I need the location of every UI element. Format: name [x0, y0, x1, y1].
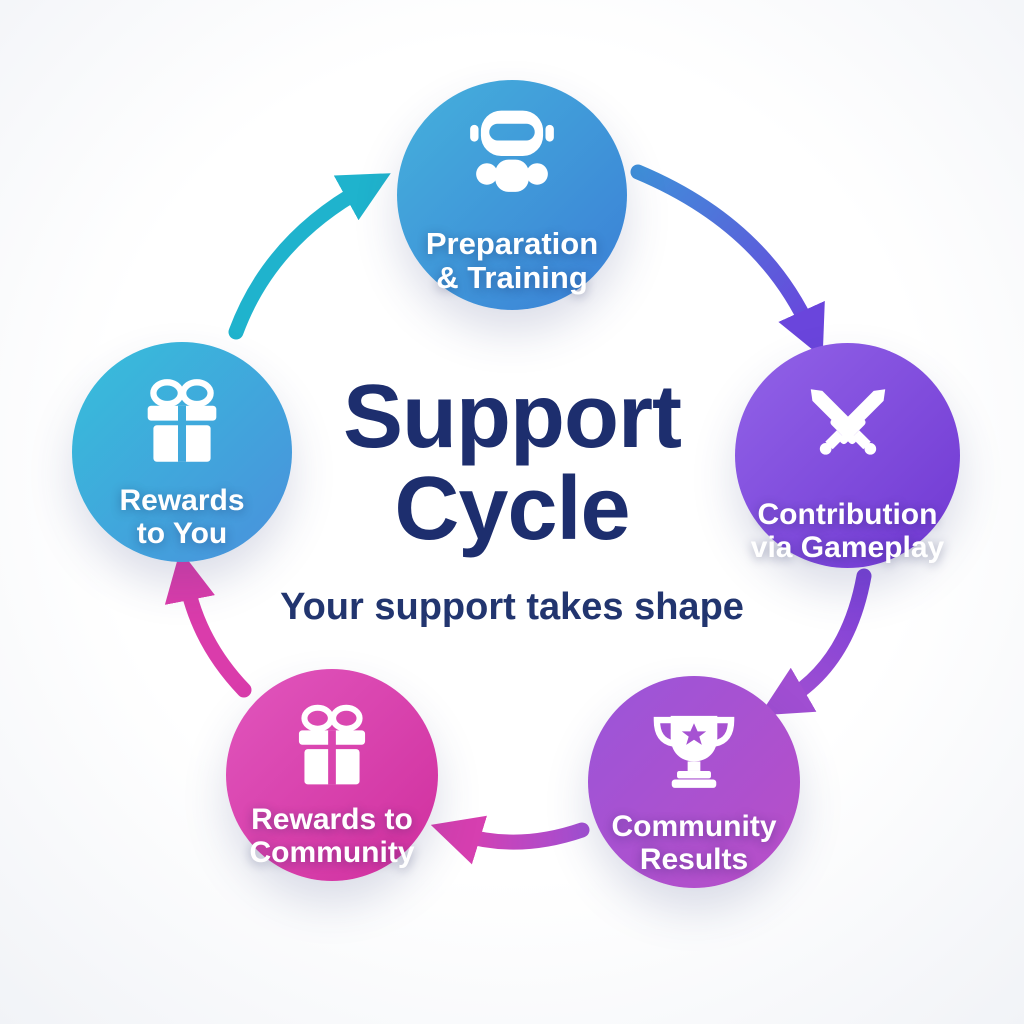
node-label-line2: Results — [639, 842, 749, 876]
node-label-line1: Rewards — [119, 484, 245, 518]
arrow-rewards-you-to-preparation — [228, 173, 391, 340]
node-rewards-you: Rewards to You — [72, 342, 292, 562]
page-subtitle: Your support takes shape — [280, 585, 744, 628]
robot-icon — [452, 100, 572, 221]
arrow-contribution-to-community-results — [759, 568, 872, 716]
node-label: Rewards to Community — [162, 804, 501, 869]
gift-icon — [124, 368, 240, 483]
page-title-line2: Cycle — [394, 458, 630, 559]
arrow-community-results-to-rewards-community — [430, 815, 590, 865]
node-label-line2: Community — [249, 835, 415, 869]
trophy-icon — [641, 701, 747, 808]
center-title: Support Cycle Your support takes shape — [0, 367, 1024, 629]
node-label: Community Results — [524, 811, 863, 876]
node-label-line2: via Gameplay — [750, 530, 945, 564]
node-rewards-community: Rewards to Community — [226, 669, 438, 881]
node-community-results: Community Results — [588, 676, 800, 888]
node-label-line1: Community — [611, 810, 777, 844]
arrow-preparation-to-contribution — [630, 164, 825, 358]
node-label: Preparation & Training — [328, 227, 696, 294]
crossed-swords-icon — [789, 367, 906, 485]
page-title-line1: Support — [343, 367, 682, 467]
node-label-line2: to You — [136, 516, 228, 550]
node-label-line1: Rewards to — [251, 803, 413, 837]
node-label: Rewards to You — [6, 485, 358, 550]
node-label-line1: Preparation — [425, 226, 599, 262]
arrow-rewards-community-to-rewards-you — [164, 549, 252, 698]
node-label: Contribution via Gameplay — [668, 499, 1024, 564]
node-contribution-gameplay: Contribution via Gameplay — [735, 343, 960, 568]
node-label-line2: & Training — [436, 259, 588, 295]
node-label-line1: Contribution — [757, 498, 938, 532]
node-preparation-training: Preparation & Training — [397, 80, 627, 310]
gift-icon — [276, 694, 388, 805]
